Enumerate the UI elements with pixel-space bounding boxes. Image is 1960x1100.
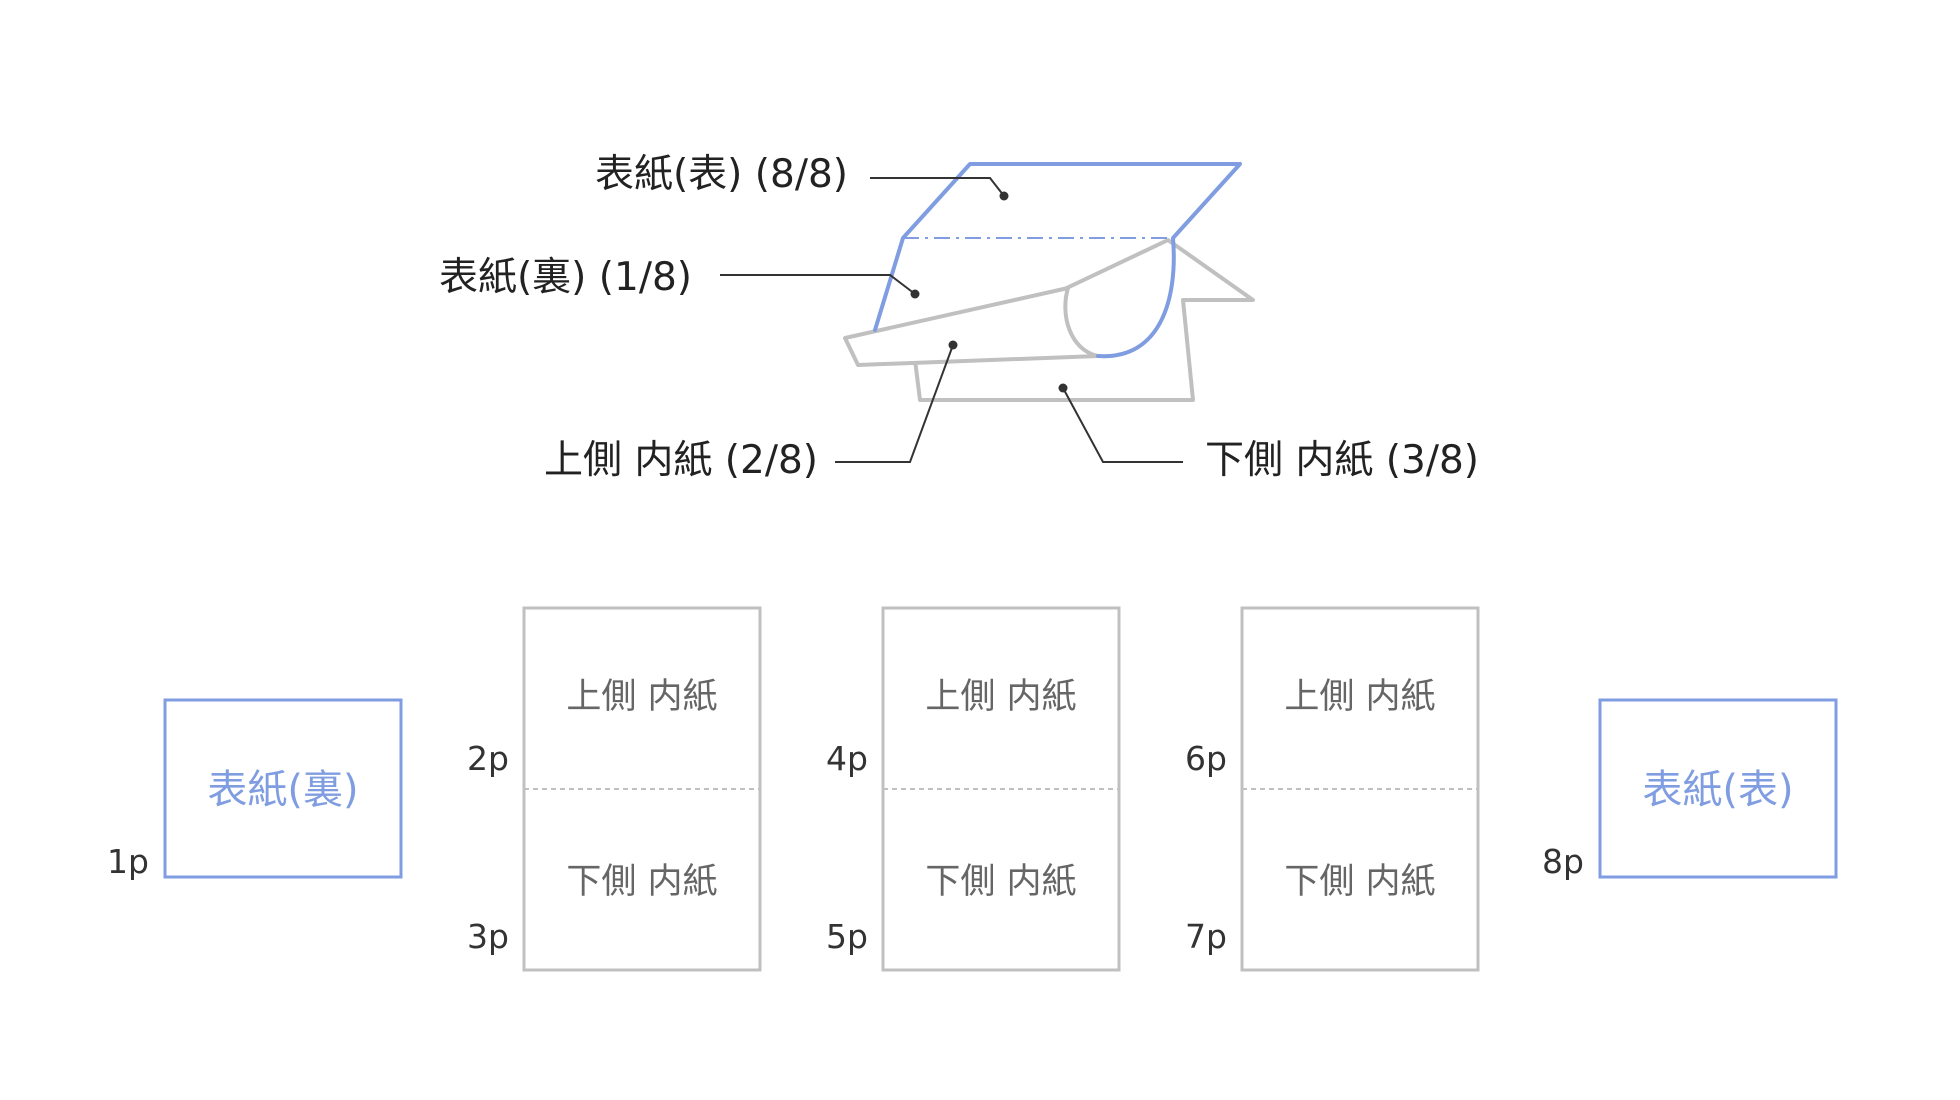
leader-dot-lower-inner bbox=[1058, 383, 1068, 393]
inner-sheet-2-top-text: 上側 内紙 bbox=[925, 677, 1076, 717]
cover-back-box bbox=[163, 698, 403, 879]
leader-dot-upper-inner bbox=[948, 340, 958, 350]
page-number-3: 3p bbox=[467, 917, 509, 956]
folded-booklet-illustration: 表紙(表) (8/8) 表紙(裏) (1/8) 上側 内紙 (2/8) 下側 内… bbox=[439, 152, 1479, 483]
cover-front-text: 表紙(表) bbox=[1642, 767, 1793, 813]
cover-back-text: 表紙(裏) bbox=[207, 767, 358, 813]
leader-line-upper-inner bbox=[835, 344, 954, 463]
label-cover-front: 表紙(表) (8/8) bbox=[595, 152, 848, 197]
page-number-1: 1p bbox=[107, 842, 149, 881]
page-number-5: 5p bbox=[826, 917, 868, 956]
label-lower-inner: 下側 内紙 (3/8) bbox=[1205, 438, 1479, 483]
page-number-7: 7p bbox=[1185, 917, 1227, 956]
inner-sheet-1-top-text: 上側 内紙 bbox=[566, 677, 717, 717]
page-number-4: 4p bbox=[826, 739, 868, 778]
page-number-2: 2p bbox=[467, 739, 509, 778]
inner-sheet-3-top-text: 上側 内紙 bbox=[1284, 677, 1435, 717]
inner-sheet-1-bottom-text: 下側 内紙 bbox=[566, 862, 717, 902]
label-upper-inner: 上側 内紙 (2/8) bbox=[544, 438, 818, 483]
leader-line-lower-inner bbox=[1062, 387, 1183, 463]
leader-line-cover-front bbox=[870, 177, 1005, 197]
page-number-6: 6p bbox=[1185, 739, 1227, 778]
inner-sheet-3-bottom-text: 下側 内紙 bbox=[1284, 862, 1435, 902]
leader-dot-cover-front bbox=[999, 191, 1009, 201]
cover-front-box bbox=[1598, 698, 1838, 879]
leader-line-cover-back bbox=[720, 274, 916, 295]
cover-sheet-shape bbox=[873, 162, 1242, 359]
label-cover-back: 表紙(裏) (1/8) bbox=[439, 255, 692, 300]
page-layout: 表紙(裏) 1p 上側 内紙 下側 内紙 2p 3p 上側 内紙 下側 内紙 4… bbox=[107, 606, 1838, 972]
leader-dot-cover-back bbox=[910, 289, 920, 299]
page-number-8: 8p bbox=[1542, 842, 1584, 881]
inner-sheet-2-bottom-text: 下側 内紙 bbox=[925, 862, 1076, 902]
